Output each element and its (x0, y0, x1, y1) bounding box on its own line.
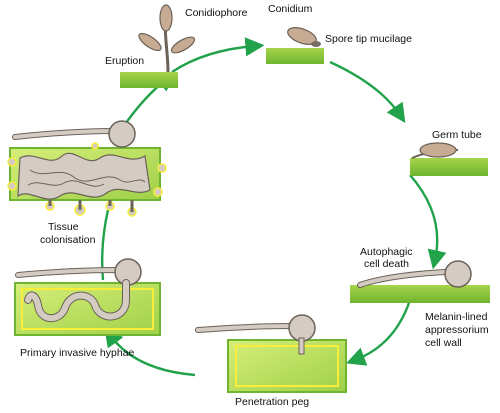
appressorium-dome (444, 260, 472, 288)
label-melanin-2: appressorium (425, 324, 489, 336)
conidium-stage: Conidium Spore tip mucilage (266, 3, 412, 64)
tissue-colonisation-stage: Tissue colonisation (7, 120, 167, 246)
label-primary-invasive-hyphae: Primary invasive hyphae (20, 347, 135, 359)
germ-tube-leaf-surface (410, 158, 488, 176)
arrow-appressorium-to-penetration (346, 299, 412, 366)
eruption-leaf-surface (120, 72, 178, 88)
label-germ-tube: Germ tube (432, 129, 482, 141)
arrow-germ-tube-to-appressorium (409, 174, 447, 270)
colonisation-appressorium (108, 120, 136, 148)
conidiophore-spore-right (170, 36, 196, 54)
label-eruption: Eruption (105, 55, 144, 67)
label-melanin-3: cell wall (425, 337, 462, 349)
appressorium-leaf-surface (350, 285, 490, 303)
penetration-stage: Penetration peg (195, 314, 347, 408)
label-conidium: Conidium (268, 3, 313, 15)
arrow-invasive-to-colonisation (101, 209, 110, 281)
penetration-appressorium (288, 314, 316, 342)
arrow-penetration-to-invasive (104, 327, 196, 377)
label-melanin-1: Melanin-lined (425, 311, 488, 323)
conidium-leaf-surface (266, 48, 324, 64)
label-tissue-colonisation-2: colonisation (40, 234, 96, 246)
label-autophagic-2: cell death (364, 258, 409, 270)
arrow-conidium-to-germ-tube (329, 60, 406, 123)
label-autophagic-1: Autophagic (360, 246, 413, 258)
invasive-hyphae-stage: Primary invasive hyphae (14, 258, 161, 359)
label-penetration-peg: Penetration peg (235, 396, 309, 408)
eruption-stage: Conidiophore Eruption (105, 4, 248, 88)
spore-tip-mucilage-blob (311, 41, 321, 47)
penetration-peg (298, 337, 305, 355)
appressorium-stage: Autophagic cell death Melanin-lined appr… (350, 246, 490, 349)
conidiophore-spore-top (159, 4, 173, 32)
germ-tube-stage: Germ tube (410, 129, 488, 176)
hyphae-protrusions (7, 142, 167, 217)
label-tissue-colonisation-1: Tissue (48, 221, 79, 233)
penetration-cell (227, 339, 347, 393)
arrow-eruption-to-conidium (171, 37, 265, 73)
conidiophore-spore-left (138, 32, 162, 52)
germ-tube-spore (419, 142, 457, 158)
label-conidiophore: Conidiophore (185, 7, 248, 19)
label-spore-tip-mucilage: Spore tip mucilage (325, 33, 412, 45)
colonising-hyphae-mass (17, 152, 151, 200)
